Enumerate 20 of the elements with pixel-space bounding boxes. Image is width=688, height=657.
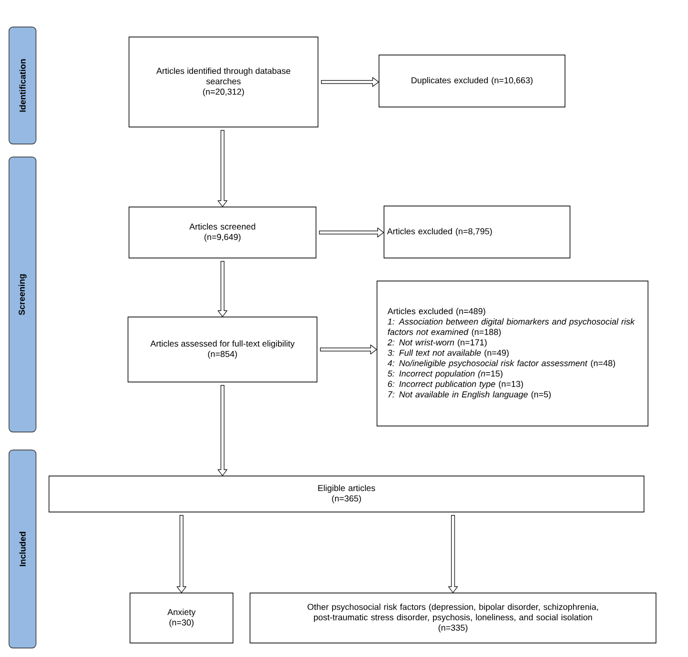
stage-band: Included: [8, 450, 36, 648]
exclusion-box: Articles excluded (n=489) 1: Association between digital biomarkers and psychosocial risk factors not examined (n=188) 2: Not wrist-worn (n=171) 3: Full text not available (n=49) 4: No/ineligible psychosocial risk factor assessment (n=48) 5: Incorrect population (n=15) 6: Incorrect publication type (n=13) 7: Not available in English language (n=5): [376, 280, 648, 426]
arrow: [217, 130, 228, 208]
process-box: Anxiety (n=30): [130, 592, 234, 644]
process-box: Articles identified through database searches (n=20,312): [128, 36, 318, 128]
stage-band: Screening: [8, 156, 36, 432]
arrow: [319, 227, 384, 238]
process-box: Duplicates excluded (n=10,663): [378, 54, 566, 108]
arrow: [320, 344, 378, 355]
stage-band: Identification: [8, 26, 36, 144]
process-box: Other psychosocial risk factors (depression, bipolar disorder, schizophrenia, post-traumatic stress disorder, psychosis, loneliness, and social isolation (n=335): [250, 592, 656, 644]
process-box: Articles screened (n=9,649): [128, 206, 316, 258]
process-box: Articles assessed for full-text eligibility (n=854): [128, 316, 318, 382]
arrow: [217, 261, 228, 318]
arrow: [217, 385, 228, 476]
process-box: Eligible articles (n=365): [48, 476, 644, 512]
arrow: [321, 76, 380, 88]
arrow: [448, 515, 458, 594]
process-box: Articles excluded (n=8,795): [384, 206, 570, 258]
arrow: [176, 515, 187, 594]
